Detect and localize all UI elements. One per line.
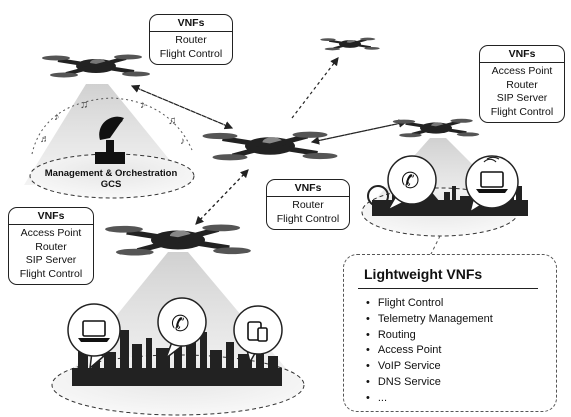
signal-wave [31,97,193,155]
vnf-box-right: VNFs Access Point Router SIP Server Flig… [479,45,565,123]
drone-icon [202,131,338,161]
tablet-bubble [233,305,283,364]
lightweight-vnfs-list: Flight Control Telemetry Management Rout… [366,296,493,407]
vnf-item: Router [35,240,67,253]
music-note-icon: ♪ [180,136,185,147]
vnf-item: SIP Server [496,92,548,104]
gcs-label-line1: Management & Orchestration [44,168,178,179]
drone-icon [392,118,480,138]
drone-icon [42,54,150,78]
phone-bubble: ✆ [386,155,437,212]
vnf-item: Router [292,199,324,211]
vnf-box-title: VNFs [480,46,564,63]
music-note-icon: ♫ [168,115,176,127]
list-item: Flight Control [366,296,493,312]
list-item: Telemetry Management [366,312,493,328]
vnf-box-center: VNFs Router Flight Control [266,179,350,230]
music-note-icon: ♫ [80,99,88,111]
vnf-item: Flight Control [490,105,554,118]
music-note-icon: ♬ [40,134,50,145]
laptop-icon [78,320,110,342]
callout-connector [429,235,441,257]
music-note-icon: ♪ [140,99,146,111]
phone-icon: ✆ [171,311,189,336]
gcs-label: Management & Orchestration GCS [28,168,194,190]
lightweight-vnfs-box: Lightweight VNFs Flight Control Telemetr… [343,254,557,412]
tablet-icon [247,321,268,342]
vnf-box-title: VNFs [267,180,349,197]
vnf-box-title: VNFs [9,208,93,225]
laptop-icon [476,171,508,193]
vnf-item: Flight Control [19,267,83,280]
phone-icon: ✆ [401,168,419,193]
list-item: Access Point [366,343,493,359]
list-item: VoIP Service [366,359,493,375]
phone-bubble: ✆ [157,297,207,361]
vnf-box-left: VNFs Access Point Router SIP Server Flig… [8,207,94,285]
vnf-item: Flight Control [159,47,223,60]
drone-icon [320,37,380,51]
vnf-item: SIP Server [25,254,77,266]
vnf-item: Router [175,34,207,46]
gcs-label-line2: GCS [100,179,122,190]
vnf-item: Access Point [20,227,82,239]
link-center-to-top [130,84,233,129]
lightweight-vnfs-title: Lightweight VNFs [364,266,483,282]
list-item: ... [366,391,493,407]
link-center-to-far [291,57,339,119]
vnf-item: Flight Control [276,212,340,225]
divider [358,288,538,289]
vnf-box-top: VNFs Router Flight Control [149,14,233,65]
music-note-icon: ♪ [54,111,60,123]
gcs-ground-area [29,153,195,199]
list-item: DNS Service [366,375,493,391]
link-right-to-center [310,121,407,145]
link-left-to-center [195,169,249,225]
laptop-bubble [67,303,121,370]
vnf-box-title: VNFs [150,15,232,32]
drone-icon [105,224,251,256]
list-item: Routing [366,328,493,344]
vnf-item: Access Point [491,65,553,77]
laptop-bubble [465,155,519,214]
satellite-dish-icon [95,116,125,164]
vnf-item: Router [506,78,538,91]
